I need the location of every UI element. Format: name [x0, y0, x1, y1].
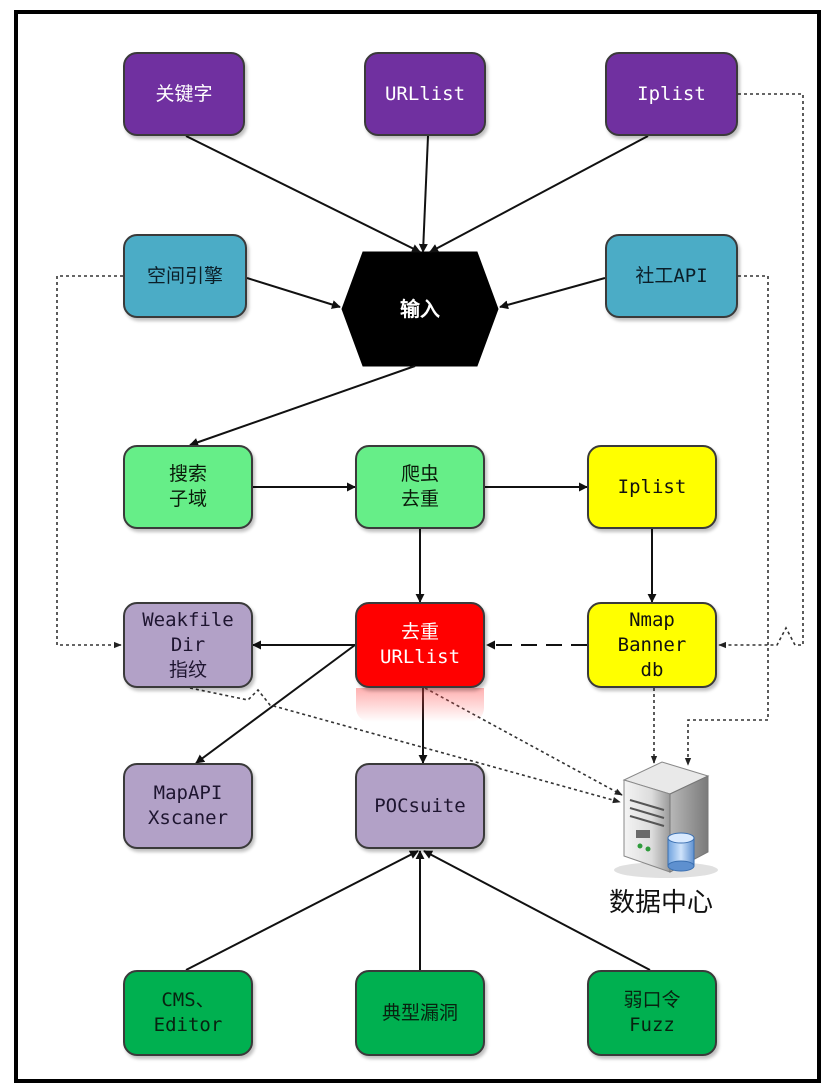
node-quzhong-urllist: 去重 URLlist [355, 602, 485, 688]
node-label: Iplist [617, 475, 687, 498]
node-pachong-quzhong: 爬虫 去重 [355, 445, 485, 529]
edge-cms-to-pocsuite [185, 850, 419, 971]
server-database-icon [614, 761, 718, 878]
node-iplist-mid: Iplist [587, 445, 717, 529]
datacenter-label: 数据中心 [608, 888, 713, 918]
node-sousuo-ziyu: 搜索 子域 [123, 445, 253, 529]
node-pocsuite: POCsuite [355, 763, 485, 849]
node-input-label: 输入 [400, 296, 440, 321]
node-label: POCsuite [374, 794, 466, 817]
node-label-line-1: MapAPI [153, 782, 223, 804]
dotted-kongjian-to-weakfile [56, 275, 123, 649]
dotted-weakfile-to-datacenter [189, 687, 621, 804]
node-label: Iplist [637, 82, 706, 105]
node-label-line-1: 爬虫 [400, 463, 439, 485]
node-label-line-3: 指纹 [168, 658, 207, 681]
edge-kongjian-to-input [246, 277, 341, 309]
edge-quzhong-to-mapapi [195, 644, 356, 764]
node-label-line-1: Nmap [629, 608, 675, 631]
node-kongjian-yinqing: 空间引擎 [123, 234, 247, 318]
node-urllist: URLlist [364, 52, 486, 136]
input-hexagon [341, 251, 499, 367]
edge-input-to-sousuo [189, 365, 416, 447]
node-label-line-2: URLlist [379, 646, 461, 668]
node-label-line-1: Weakfile [142, 608, 234, 631]
node-label: 社工API [635, 264, 708, 287]
node-label-line-1: 弱口令 [623, 989, 681, 1011]
node-label-line-2: Banner [617, 633, 687, 656]
edge-urllist-to-input [418, 135, 429, 253]
node-label-line-2: 子域 [168, 488, 207, 510]
edge-iplist-to-input [429, 135, 649, 253]
dotted-quzhong-to-datacenter [424, 687, 623, 796]
frame-border [14, 10, 821, 1083]
node-label: 关键字 [155, 82, 213, 105]
edge-guanjianzi-to-input [185, 135, 421, 253]
node-label-line-3: db [640, 658, 664, 681]
edge-ruokouling-to-pocsuite [423, 850, 651, 971]
node-shegong-api: 社工API [605, 234, 738, 318]
node-weakfile-dir: Weakfile Dir 指纹 [123, 602, 253, 688]
red-node-reflection [356, 688, 484, 722]
node-guanjianzi: 关键字 [123, 52, 245, 136]
dotted-shegong-to-datacenter [684, 275, 769, 766]
node-nmap-banner: Nmap Banner db [587, 602, 717, 688]
node-label: 典型漏洞 [381, 1001, 458, 1024]
dotted-iplist-to-nmap [718, 93, 804, 649]
node-label-line-2: Editor [153, 1014, 223, 1036]
node-label-line-1: CMS、 [161, 989, 215, 1011]
node-label-line-2: 去重 [400, 488, 439, 510]
node-ruokouling-fuzz: 弱口令 Fuzz [587, 970, 717, 1056]
node-iplist-top: Iplist [605, 52, 738, 136]
node-label-line-1: 去重 [400, 621, 439, 643]
node-mapapi-xscaner: MapAPI Xscaner [123, 763, 253, 849]
node-cms-editor: CMS、 Editor [123, 970, 253, 1056]
node-dianxing-loudong: 典型漏洞 [355, 970, 485, 1056]
node-label-line-2: Xscaner [147, 807, 229, 829]
edge-shegong-to-input [499, 277, 606, 310]
node-label: URLlist [384, 82, 466, 105]
node-label: 空间引擎 [146, 264, 223, 287]
node-label-line-1: 搜索 [168, 463, 207, 485]
node-label-line-2: Fuzz [629, 1014, 675, 1036]
node-label-line-2: Dir [170, 633, 206, 656]
